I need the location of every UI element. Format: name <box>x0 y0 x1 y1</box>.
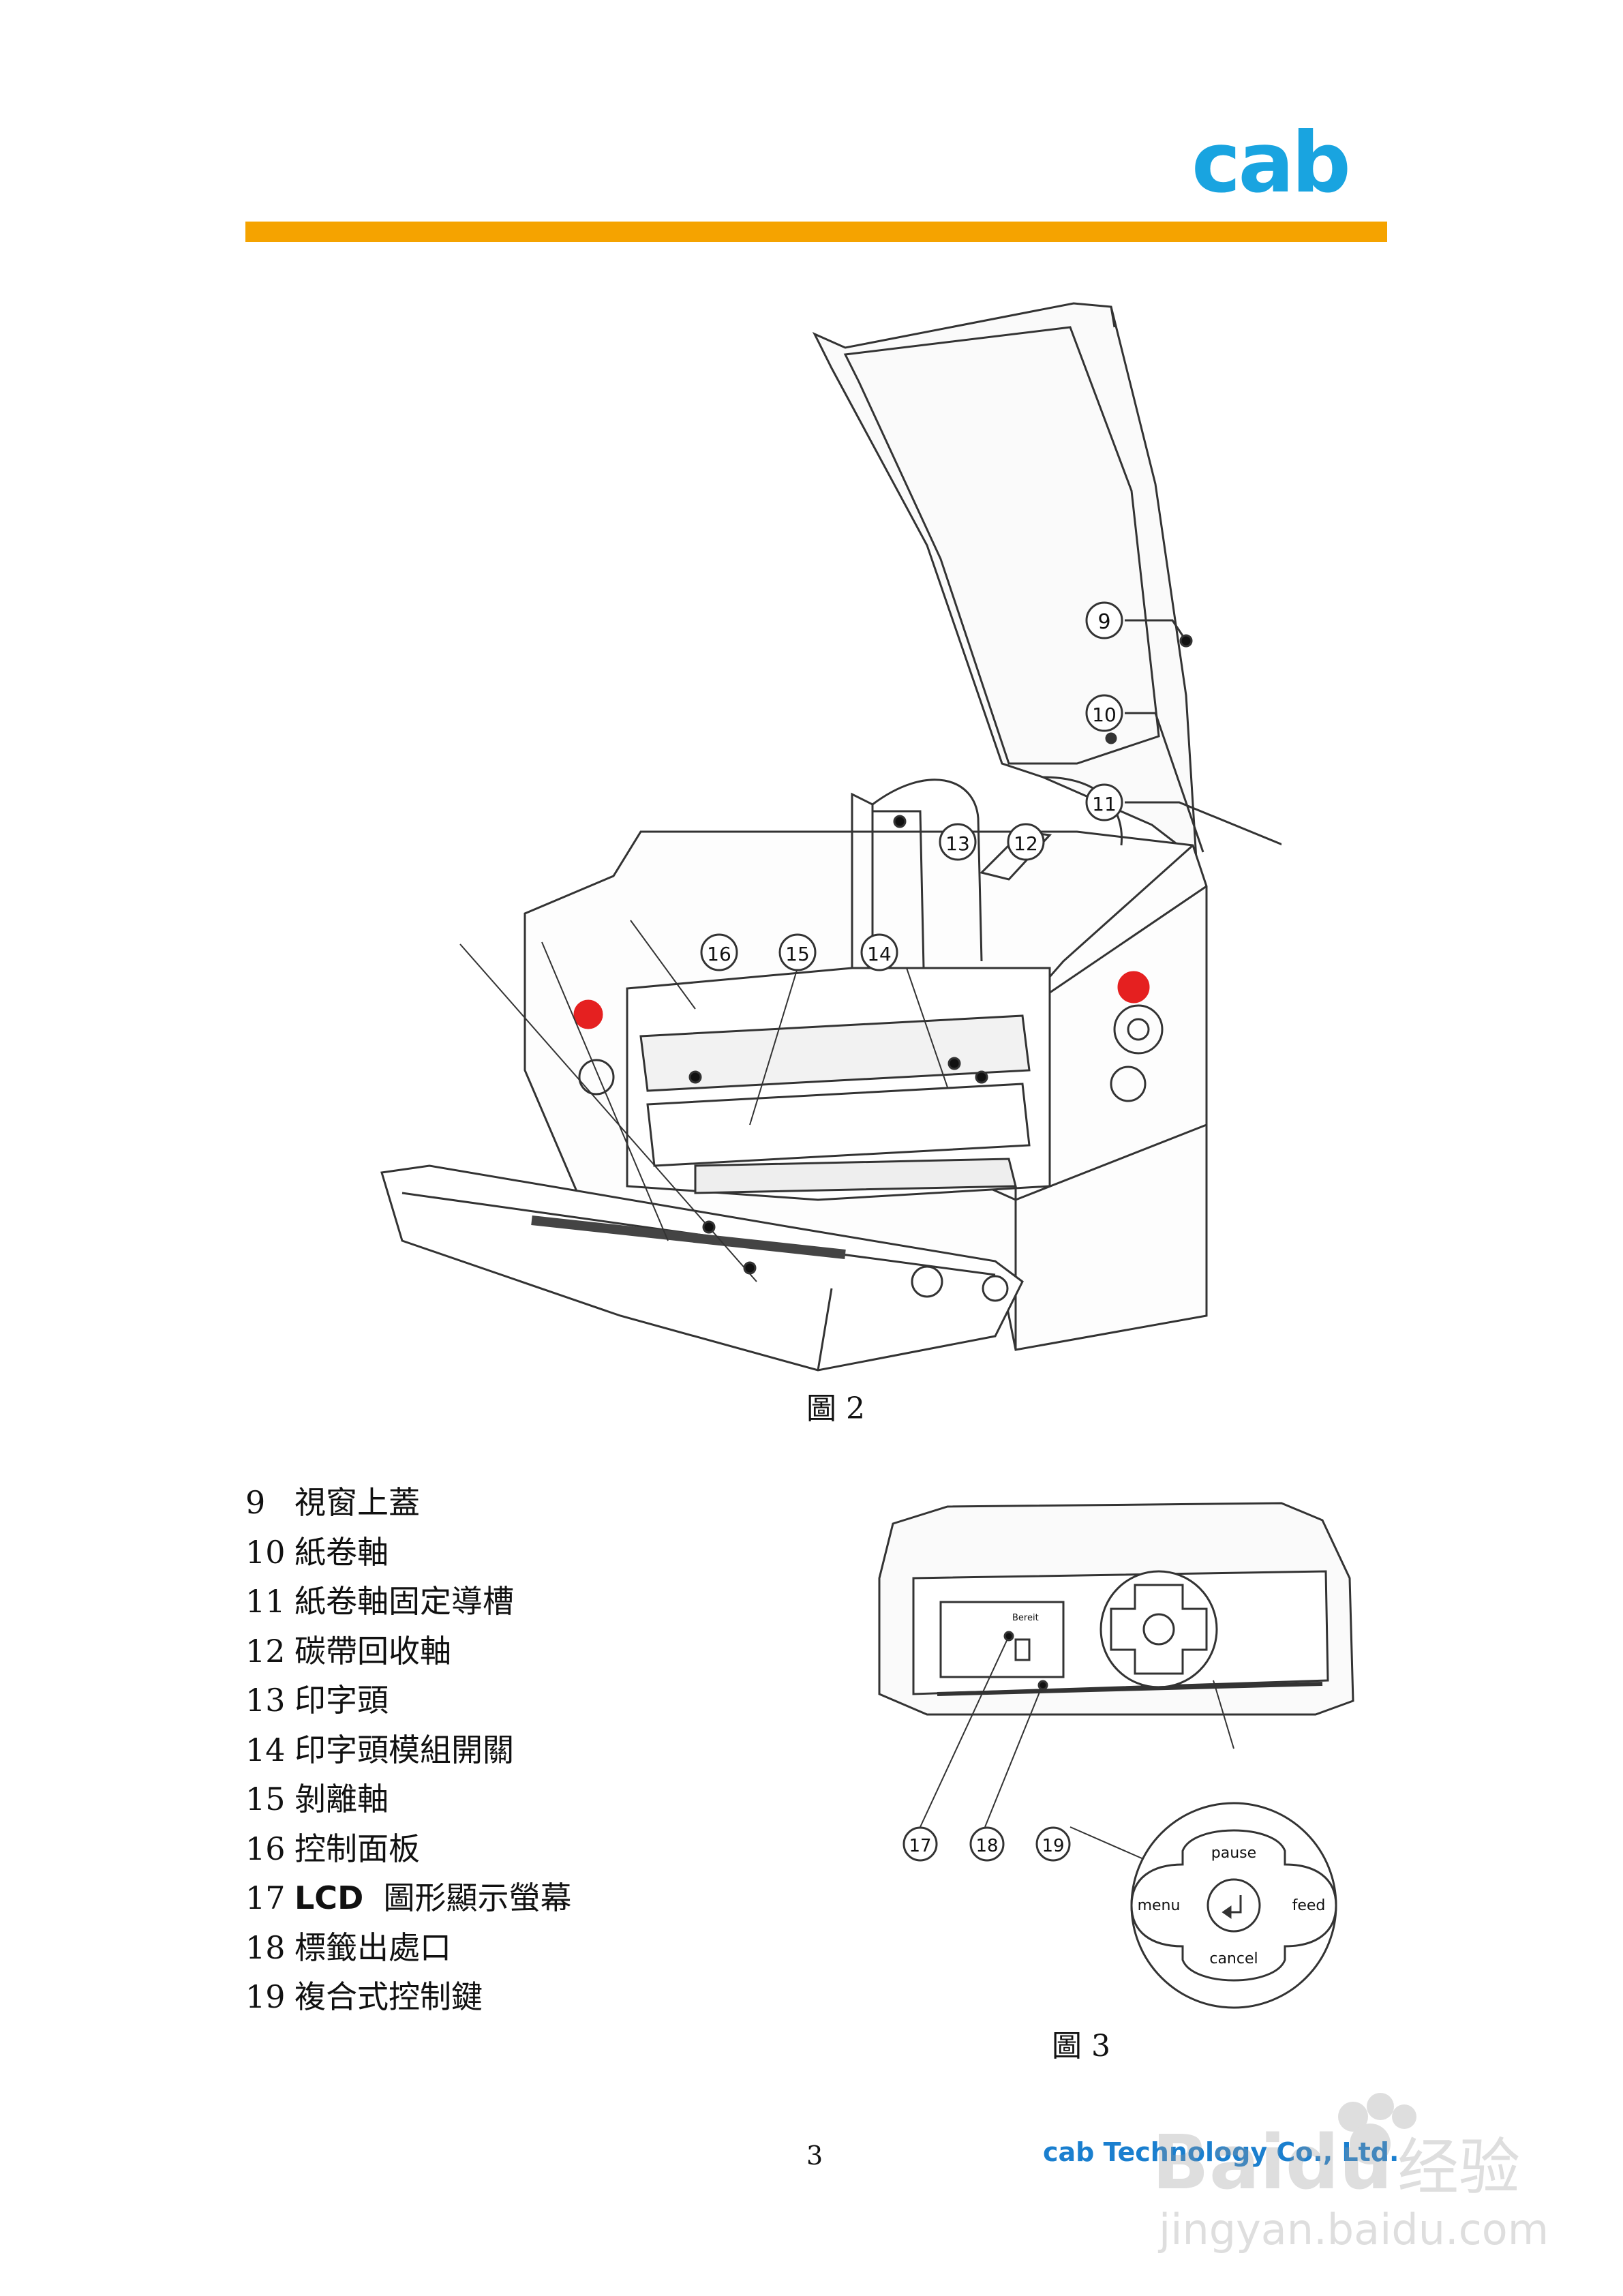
svg-text:15: 15 <box>785 943 810 965</box>
legend-text: 印字頭模組開關 <box>294 1731 514 1768</box>
svg-text:13: 13 <box>945 832 970 855</box>
legend-number: 14 <box>245 1731 286 1768</box>
legend-number: 13 <box>245 1682 286 1719</box>
header-accent-bar <box>245 222 1387 242</box>
svg-text:9: 9 <box>1097 610 1110 634</box>
legend-text: 圖形顯示螢幕 <box>383 1879 572 1916</box>
svg-text:16: 16 <box>707 943 731 965</box>
key-pause-label: pause <box>1211 1845 1256 1862</box>
legend-text: 視窗上蓋 <box>294 1484 420 1521</box>
svg-text:10: 10 <box>1092 704 1117 726</box>
legend-item: 9 視窗上蓋 <box>245 1478 572 1528</box>
callout-18: 18 <box>969 1826 1005 1862</box>
footer-company-name: cab Technology Co., Ltd. <box>1043 2137 1399 2167</box>
svg-text:11: 11 <box>1092 793 1117 815</box>
legend-text: 複合式控制鍵 <box>294 1978 483 2015</box>
callout-15: 15 <box>778 933 817 971</box>
legend-text: 碳帶回收軸 <box>294 1632 451 1670</box>
key-menu-label: menu <box>1138 1897 1181 1914</box>
legend-text: 標籤出處口 <box>294 1929 451 1966</box>
legend-number: 16 <box>245 1830 286 1867</box>
lcd-status-text: Bereit <box>1012 1613 1039 1623</box>
watermark-cn-text: 经验 <box>1397 2132 1520 2203</box>
legend-number: 17 <box>245 1879 286 1916</box>
figure-3-control-panel: Bereit pause menu feed cancel 17 18 19 <box>878 1502 1354 2009</box>
page-number: 3 <box>806 2141 823 2171</box>
legend-number: 19 <box>245 1978 286 2015</box>
watermark-url: jingyan.baidu.com <box>1157 2205 1549 2254</box>
legend-text: 剝離軸 <box>294 1781 389 1817</box>
key-cancel-label: cancel <box>1209 1950 1258 1967</box>
callout-19: 19 <box>1035 1826 1071 1862</box>
callout-11: 11 <box>1085 783 1123 821</box>
callout-13: 13 <box>939 823 977 861</box>
legend-number: 11 <box>245 1583 286 1620</box>
legend-number: 10 <box>245 1533 286 1571</box>
legend-text: 紙卷軸 <box>294 1533 389 1571</box>
callout-10: 10 <box>1085 694 1123 732</box>
svg-text:14: 14 <box>867 943 892 965</box>
callout-17: 17 <box>902 1826 938 1862</box>
figure-2-printer-illustration: 9 10 11 12 13 14 15 16 <box>380 302 1281 1372</box>
legend-number: 18 <box>245 1929 286 1966</box>
callout-9: 9 <box>1085 601 1123 639</box>
key-feed-label: feed <box>1292 1897 1326 1914</box>
svg-text:17: 17 <box>909 1836 931 1856</box>
figure-3-caption: 圖 3 <box>1052 2029 1110 2064</box>
callout-16: 16 <box>700 933 738 971</box>
watermark-brand: Baidu <box>1152 2119 1393 2206</box>
cab-logo: cab <box>1192 115 1384 211</box>
legend-number: 9 <box>245 1484 266 1521</box>
figure-2-caption: 圖 2 <box>806 1391 865 1426</box>
baidu-watermark: Baidu 经验 jingyan.baidu.com <box>1152 2093 1549 2254</box>
svg-text:12: 12 <box>1014 832 1038 855</box>
logo-text: cab <box>1192 115 1351 211</box>
callout-12: 12 <box>1007 823 1045 861</box>
legend-number: 12 <box>245 1632 286 1670</box>
legend-number: 15 <box>245 1781 286 1817</box>
legend-prefix: LCD <box>294 1879 364 1916</box>
svg-text:18: 18 <box>975 1836 998 1856</box>
callout-14: 14 <box>860 933 898 971</box>
legend-text: 控制面板 <box>294 1830 420 1867</box>
svg-text:19: 19 <box>1042 1836 1064 1856</box>
legend-text: 印字頭 <box>294 1682 389 1719</box>
legend-text: 紙卷軸固定導槽 <box>294 1583 514 1620</box>
